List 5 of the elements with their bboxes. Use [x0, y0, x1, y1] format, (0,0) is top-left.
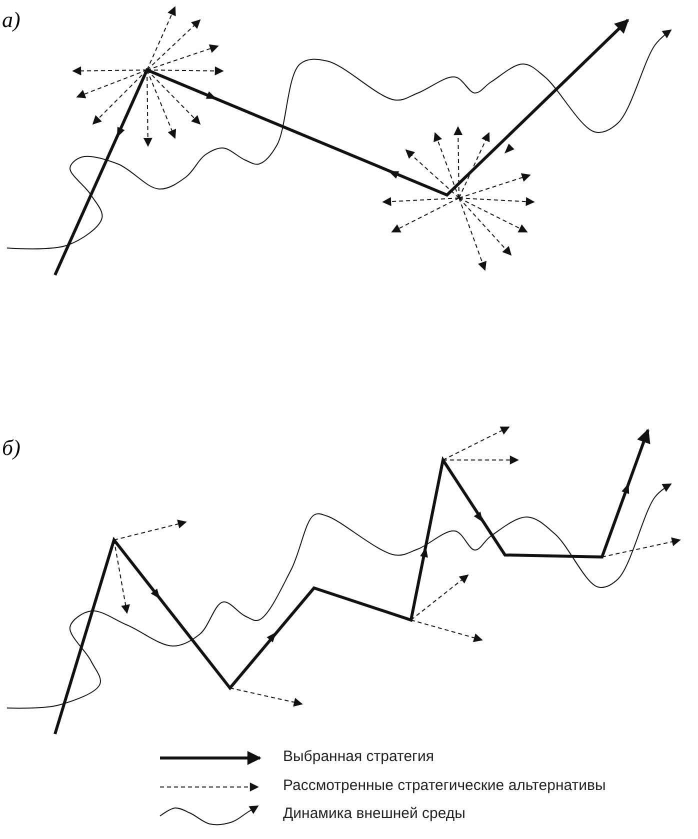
legend-text: Динамика внешней среды	[283, 805, 466, 823]
panel-label: а)	[2, 8, 20, 32]
legend-text: Рассмотренные стратегические альтернативы	[283, 777, 606, 795]
panel-label: б)	[2, 436, 20, 460]
legend-text: Выбранная стратегия	[283, 748, 434, 766]
